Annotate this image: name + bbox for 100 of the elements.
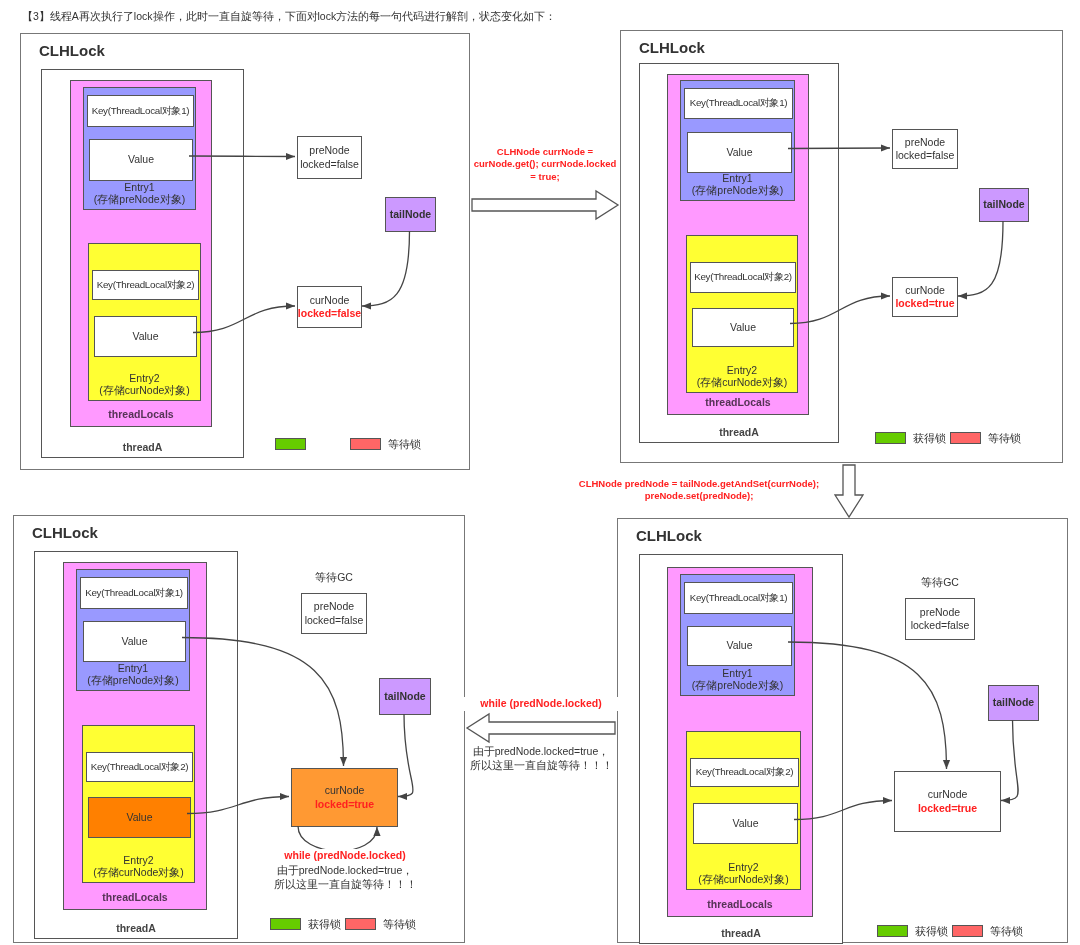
arrow [793, 797, 893, 821]
thread-label: threadA [121, 441, 164, 453]
node-box [297, 136, 362, 179]
panel-title: CLHLock [39, 42, 105, 59]
value-box [687, 626, 792, 666]
arrow [957, 220, 1004, 300]
box-text: Value [127, 153, 155, 167]
tail-node-box [979, 188, 1029, 222]
entry-block [88, 243, 201, 401]
box-text: tailNode [983, 198, 1025, 212]
panel-title: CLHLock [32, 524, 98, 541]
box-text: Key(ThreadLocal对象2) [694, 271, 792, 284]
page-title: 【3】线程A再次执行了lock操作，此时一直自旋等待，下面对lock方法的每一句代码进行解剖，状态变化如下： [22, 10, 557, 24]
hollow-arrow [471, 189, 620, 221]
legend-text: 获得锁 [915, 925, 948, 937]
box-text: tailNode [384, 689, 426, 704]
entry-block [680, 574, 795, 696]
value-box [94, 316, 197, 357]
entry-label: Entry1 (存储preNode对象) [690, 666, 785, 692]
box-text: Value [732, 816, 759, 831]
arrow [192, 302, 296, 334]
tail-node-box [988, 685, 1039, 721]
legend-text: 等待锁 [988, 432, 1021, 444]
state-text: locked=false [297, 307, 362, 321]
arrow [181, 636, 347, 767]
node-box [892, 277, 958, 317]
box-text: tailNode [389, 207, 432, 222]
node-caption: 等待GC [920, 576, 960, 590]
node-box [301, 593, 367, 634]
value-box [692, 308, 794, 347]
box-text: curNode [309, 293, 350, 307]
key-box [86, 752, 193, 782]
thread-locals-block [63, 562, 207, 910]
note-text: 由于predNode.locked=true，所以这里一直自旋等待！！！ [468, 745, 614, 773]
node-box [894, 771, 1001, 832]
arrow [787, 641, 950, 770]
state-text: locked=true [314, 797, 375, 811]
entry-block [680, 80, 795, 201]
entry-block [686, 235, 798, 393]
value-box [687, 132, 792, 173]
value-box [89, 139, 193, 181]
arrow [397, 713, 414, 800]
entry-label: Entry2 (存储curNode对象) [92, 853, 185, 879]
entry-label: Entry1 (存储preNode对象) [92, 180, 187, 206]
state-text: locked=false [910, 619, 970, 633]
panel-title: CLHLock [639, 39, 705, 56]
entry-block [83, 87, 196, 210]
state-text: locked=false [304, 613, 364, 627]
thread-frame [639, 554, 843, 944]
hollow-arrow [833, 464, 865, 519]
thread-locals-block [70, 80, 212, 427]
tail-node-box [385, 197, 436, 232]
key-box [684, 582, 793, 614]
box-text: Key(ThreadLocal对象2) [695, 766, 794, 779]
thread-label: threadA [720, 927, 762, 939]
box-text: Value [726, 145, 753, 160]
box-text: Key(ThreadLocal对象1) [689, 97, 788, 110]
state-text: locked=false [300, 157, 359, 171]
box-text: Value [726, 639, 753, 653]
thread-frame [41, 69, 244, 458]
value-box [693, 803, 798, 844]
box-text: curNode [905, 283, 945, 297]
legend-text: 获得锁 [308, 918, 341, 930]
box-text: Key(ThreadLocal对象2) [96, 278, 195, 292]
box-text: preNode [309, 144, 350, 158]
box-text: Value [132, 329, 159, 344]
key-box [80, 577, 188, 609]
note-text: 由于predNode.locked=true，所以这里一直自旋等待！！！ [272, 864, 418, 892]
thread-label: threadA [718, 426, 760, 438]
box-text: Key(ThreadLocal对象2) [90, 760, 189, 774]
block-label: threadLocals [101, 891, 169, 903]
box-text: curNode [324, 784, 365, 798]
box-text: Value [729, 320, 757, 335]
box-text: Value [121, 634, 148, 649]
block-label: threadLocals [107, 408, 175, 420]
arrow [789, 292, 891, 325]
box-text: curNode [927, 788, 968, 802]
entry-block [686, 731, 801, 890]
diagram-panel [617, 518, 1068, 943]
panel-title: CLHLock [636, 527, 702, 544]
thread-locals-block [667, 567, 813, 917]
box-text: Key(ThreadLocal对象1) [91, 104, 190, 118]
key-box [87, 95, 194, 127]
arrow [188, 152, 296, 161]
legend-text: 等待锁 [388, 438, 421, 450]
thread-label: threadA [115, 922, 157, 934]
box-text: Key(ThreadLocal对象1) [85, 586, 183, 600]
diagram-panel [20, 33, 470, 470]
legend-text: 等待锁 [383, 918, 416, 930]
arrow [186, 793, 290, 815]
arrow [787, 144, 891, 152]
state-text: locked=false [895, 149, 955, 163]
node-box [297, 286, 362, 328]
key-box [92, 270, 199, 300]
arrow [361, 230, 411, 310]
box-text: tailNode [992, 696, 1035, 710]
box-text: preNode [313, 600, 355, 614]
entry-label: Entry2 (存储curNode对象) [98, 371, 191, 397]
thread-frame [639, 63, 839, 443]
entry-label: Entry2 (存储curNode对象) [697, 860, 790, 886]
